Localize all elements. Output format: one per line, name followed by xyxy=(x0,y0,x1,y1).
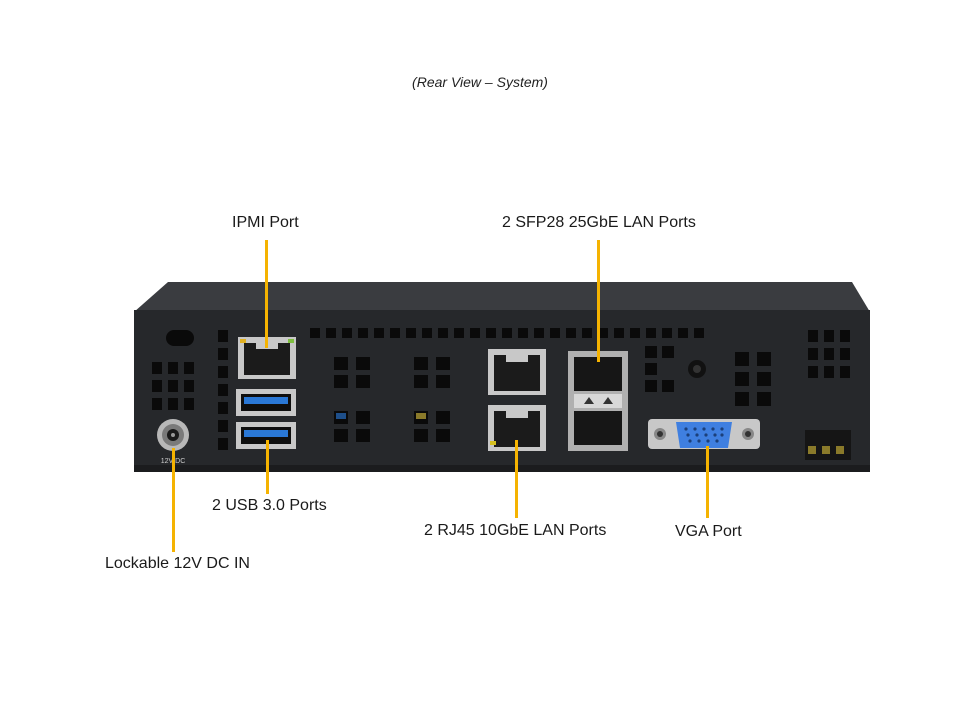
leader-sfp xyxy=(597,240,600,362)
right-vents xyxy=(645,330,850,406)
label-vga-port: VGA Port xyxy=(675,523,742,540)
label-ipmi-port: IPMI Port xyxy=(232,214,299,231)
top-vent-row xyxy=(310,328,704,338)
sfp28-cage xyxy=(568,351,628,451)
left-vent-grid xyxy=(152,330,228,450)
lock-slot xyxy=(166,330,194,346)
rj45-port-1 xyxy=(488,349,546,395)
leader-usb xyxy=(266,440,269,494)
label-dc-in: Lockable 12V DC IN xyxy=(105,555,250,572)
dc-jack xyxy=(157,419,189,451)
leader-dc xyxy=(172,448,175,552)
leader-ipmi xyxy=(265,240,268,348)
label-sfp28-ports: 2 SFP28 25GbE LAN Ports xyxy=(502,214,696,231)
label-usb-ports: 2 USB 3.0 Ports xyxy=(212,497,327,514)
usb-port-1 xyxy=(236,389,296,416)
terminal-block xyxy=(805,430,851,460)
leader-vga xyxy=(706,446,709,518)
leader-rj45 xyxy=(515,440,518,518)
vga-port xyxy=(648,419,760,449)
label-rj45-ports: 2 RJ45 10GbE LAN Ports xyxy=(424,522,607,539)
figure-caption: (Rear View – System) xyxy=(412,74,548,90)
chassis-top xyxy=(134,282,870,312)
